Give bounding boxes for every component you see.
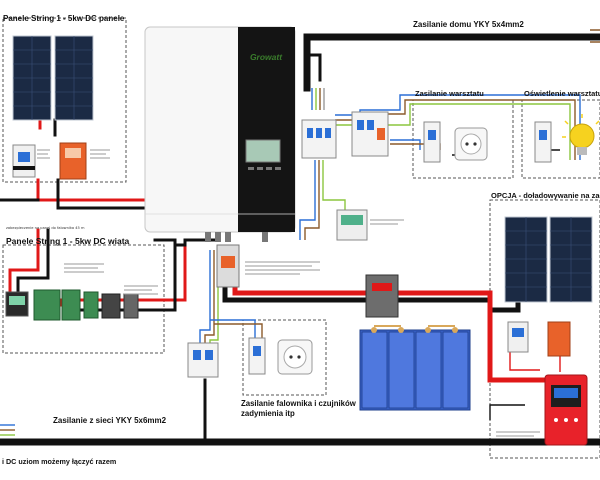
label-string1-dc-carport: Panele String 1 - 5kw DC wiata: [6, 236, 130, 246]
label-option-charging: OPCJA - doładowywanie na zac: [491, 191, 600, 200]
label-house-supply: Zasilanie domu YKY 5x4mm2: [413, 20, 524, 29]
lightbulb-icon: [562, 114, 600, 155]
label-string1-dc-panels: Panele String 1 - 5kw DC panele: [3, 14, 125, 23]
surge-protector-option: [547, 321, 571, 357]
label-panel-note: zabezpieczenie na panel do falownika 45 …: [6, 226, 85, 230]
label-ground-note: i DC uziom możemy łączyć razem: [2, 457, 116, 466]
label-inverter-sensors-1: Zasilanie falownika i czujników: [241, 399, 357, 408]
wire-house-supply: [303, 33, 600, 92]
wire-battery-red: [232, 287, 548, 383]
solar-panels-string1: [12, 35, 94, 121]
socket-inverter-supply: [277, 339, 313, 375]
dc-breaker-battery: [365, 274, 399, 318]
ac-breaker-lighting: [534, 121, 552, 163]
ac-breaker-inverter-supply: [248, 337, 266, 375]
charge-controller: [544, 374, 588, 446]
grid-switch: [216, 244, 240, 288]
energy-meter: [336, 209, 368, 241]
group-box-lighting: [521, 99, 600, 179]
inverter-brand-logo: Growatt: [250, 52, 283, 62]
group-box-string1-panels: [2, 17, 127, 183]
battery-pack: [359, 325, 471, 411]
label-grid-supply: Zasilanie z sieci YKY 5x6mm2: [53, 416, 167, 425]
ac-breaker-distribution: [351, 111, 389, 157]
dc-breaker-string1: [12, 144, 36, 178]
surge-protector-string1: [59, 142, 87, 180]
label-workshop-lighting: Oświetlenie warsztatu: [524, 89, 600, 98]
label-workshop-supply: Zasilanie warsztatu: [415, 89, 484, 98]
dc-devices-carport: [5, 289, 139, 321]
ac-breaker-workshop: [423, 121, 441, 163]
dc-breaker-option: [507, 321, 529, 353]
group-box-inverter-supply: [242, 319, 327, 396]
solar-panels-option: [504, 216, 593, 303]
socket-workshop: [454, 127, 488, 161]
inverter: Growatt: [144, 26, 296, 233]
ac-breaker-grid: [187, 342, 219, 378]
label-inverter-sensors-2: zadymienia itp: [241, 409, 295, 418]
ac-breaker-main: [301, 119, 337, 159]
